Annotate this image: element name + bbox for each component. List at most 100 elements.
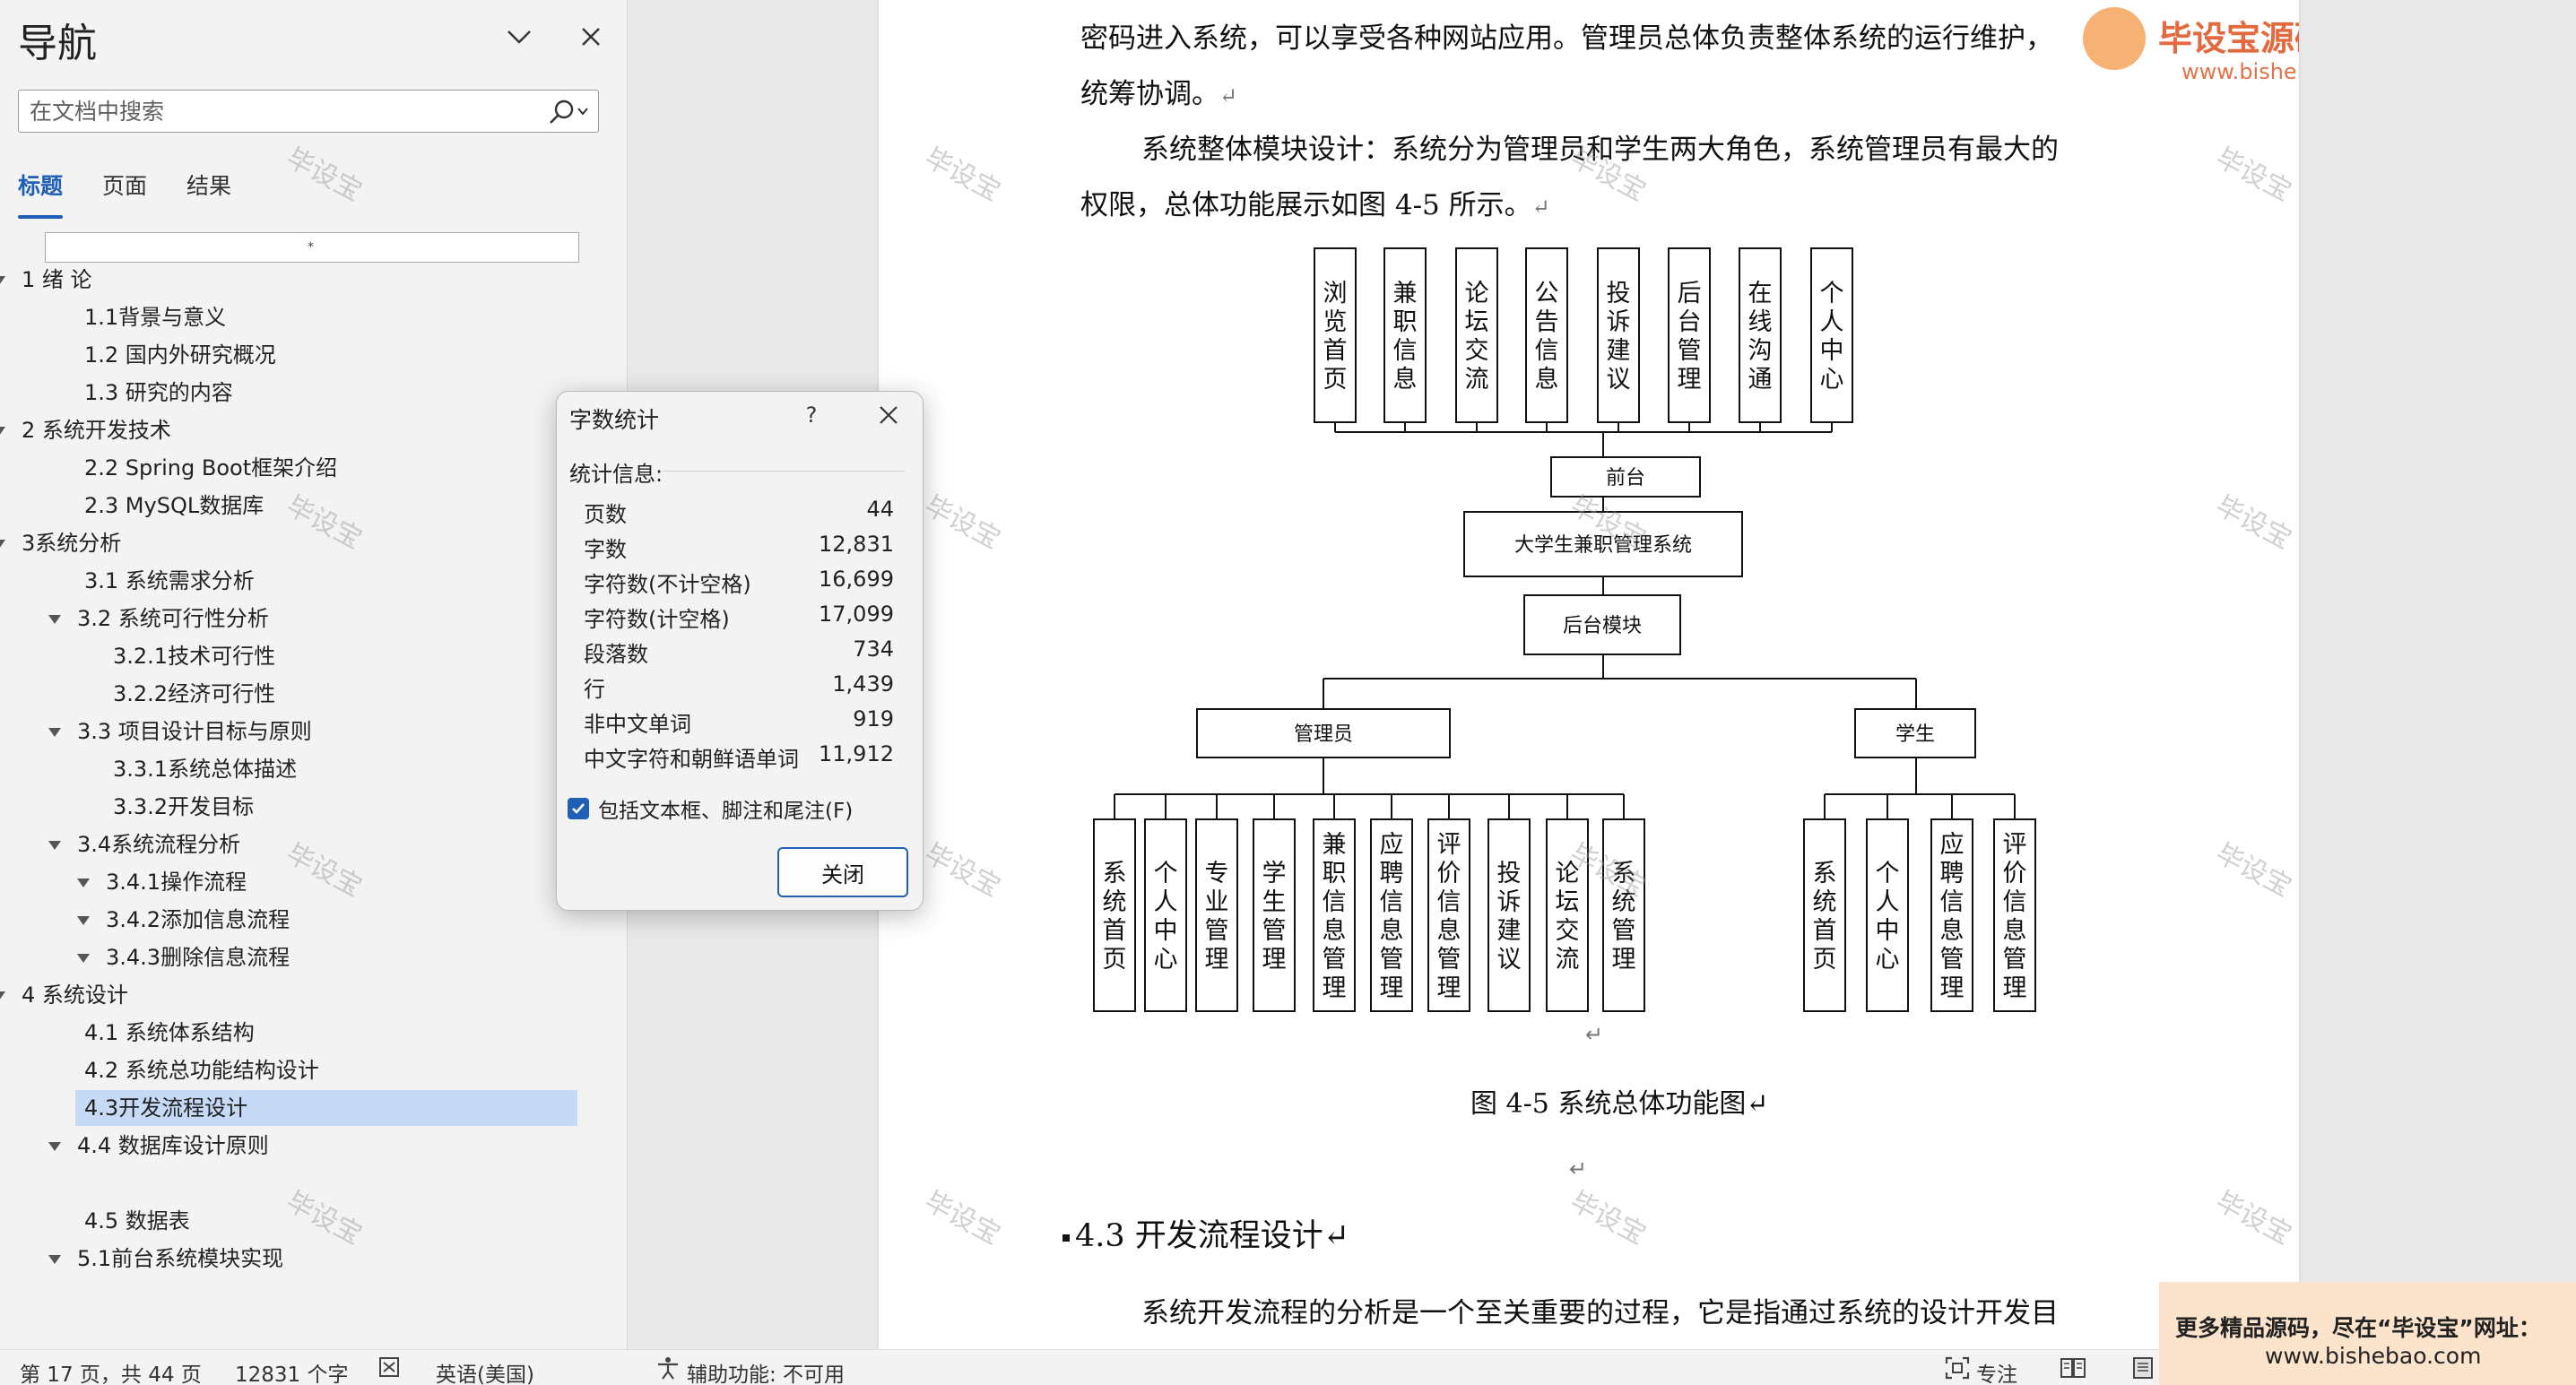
front-node-box: [1550, 456, 1701, 498]
collapse-triangle-icon[interactable]: [48, 1255, 61, 1264]
watermark: 毕设宝: [2210, 1185, 2297, 1251]
admin-module-box: [1427, 818, 1470, 1012]
collapse-triangle-icon[interactable]: [48, 615, 61, 624]
include-textbox-footnotes-checkbox[interactable]: 包括文本框、脚注和尾注(F): [568, 793, 908, 824]
check-icon: [572, 803, 585, 814]
nav-heading-label: 4.1 系统体系结构: [84, 1020, 255, 1045]
checkbox-label: 包括文本框、脚注和尾注(F): [598, 800, 854, 823]
nav-heading-label: 3.3.2开发目标: [113, 794, 255, 819]
collapse-triangle-icon[interactable]: [77, 916, 90, 925]
checkbox-checked[interactable]: [568, 798, 589, 819]
stat-value: 1,439: [832, 671, 894, 697]
admin-module-label: 专业管理: [1205, 860, 1229, 974]
accessibility-icon[interactable]: [655, 1355, 681, 1385]
proofing-icon[interactable]: [378, 1355, 405, 1385]
paragraph-mark: ↵: [1569, 1156, 1588, 1182]
backend-node-label: 后台模块: [1563, 615, 1642, 637]
front-module-box: [1739, 247, 1782, 423]
student-module-label: 应聘信息管理: [1940, 831, 1965, 1002]
read-mode-icon[interactable]: [2059, 1355, 2087, 1385]
stat-row: 字符数(计空格)17,099: [584, 602, 894, 636]
front-module-label: 投诉建议: [1607, 280, 1631, 394]
front-node-label: 前台: [1606, 467, 1645, 489]
accessibility-status[interactable]: 辅助功能: 不可用: [687, 1363, 846, 1385]
figure-caption: 图 4-5 系统总体功能图↵: [1470, 1088, 1769, 1120]
collapse-triangle-icon[interactable]: [0, 991, 5, 1000]
stat-value: 734: [853, 636, 894, 662]
dialog-title: 字数统计: [569, 407, 660, 433]
collapse-triangle-icon[interactable]: [48, 1142, 61, 1151]
document-page[interactable]: 密码进入系统，可以享受各种网站应用。管理员总体负责整体系统的运行维护， 统筹协调…: [879, 0, 2299, 1349]
watermark: 毕设宝: [281, 1185, 368, 1251]
collapse-triangle-icon[interactable]: [0, 540, 5, 549]
divider: [663, 471, 905, 472]
word-count-indicator[interactable]: 12831 个字: [235, 1363, 349, 1385]
nav-heading-label: 4.5 数据表: [84, 1208, 190, 1234]
nav-search-input[interactable]: [30, 96, 550, 126]
nav-heading-label: 4.4 数据库设计原则: [77, 1133, 269, 1158]
tab-results[interactable]: 结果: [186, 173, 232, 199]
focus-icon[interactable]: [1944, 1355, 1971, 1385]
admin-module-box: [1602, 818, 1645, 1012]
nav-heading-label: 3.2.1技术可行性: [113, 644, 276, 669]
front-module-label: 浏览首页: [1323, 280, 1348, 394]
collapse-triangle-icon[interactable]: [48, 841, 61, 850]
nav-options-button[interactable]: [499, 16, 540, 57]
system-node-label: 大学生兼职管理系统: [1514, 534, 1692, 557]
page-indicator[interactable]: 第 17 页，共 44 页: [20, 1363, 202, 1385]
language-indicator[interactable]: 英语(美国): [436, 1363, 534, 1385]
student-module-box: [1993, 818, 2036, 1012]
admin-node-label: 管理员: [1294, 723, 1353, 746]
nav-heading-label: 2 系统开发技术: [22, 418, 171, 443]
nav-heading-filter[interactable]: *: [45, 232, 579, 263]
help-button[interactable]: ?: [805, 403, 818, 428]
watermark: 毕设宝: [281, 142, 368, 208]
search-button[interactable]: [546, 98, 589, 126]
admin-module-box: [1093, 818, 1136, 1012]
watermark: 毕设宝: [281, 837, 368, 904]
paragraph-2-line-1: 系统整体模块设计：系统分为管理员和学生两大角色，系统管理员有最大的: [1141, 134, 2059, 166]
collapse-triangle-icon[interactable]: [77, 954, 90, 963]
collapse-triangle-icon[interactable]: [0, 427, 5, 436]
watermark: 毕设宝: [919, 1185, 1006, 1251]
student-module-box: [1803, 818, 1846, 1012]
system-function-diagram: 浏览首页兼职信息论坛交流公告信息投诉建议后台管理在线沟通个人中心前台大学生兼职管…: [1093, 247, 2036, 1012]
close-button[interactable]: 关闭: [777, 847, 908, 897]
stat-label: 字数: [584, 537, 627, 562]
admin-module-label: 个人中心: [1154, 860, 1178, 974]
admin-module-box: [1253, 818, 1296, 1012]
stat-value: 17,099: [819, 602, 894, 627]
search-icon: [550, 100, 588, 124]
stat-label: 中文字符和朝鲜语单词: [584, 747, 799, 772]
admin-module-label: 系统首页: [1103, 860, 1127, 974]
admin-module-label: 投诉建议: [1497, 860, 1522, 974]
nav-heading-item[interactable]: 4.3开发流程设计: [75, 1090, 577, 1126]
tab-headings[interactable]: 标题: [18, 169, 64, 219]
focus-mode-button[interactable]: 专注: [1976, 1363, 2017, 1385]
nav-close-button[interactable]: [570, 16, 611, 57]
tab-pages[interactable]: 页面: [102, 173, 148, 199]
nav-heading-label: 3.4.3删除信息流程: [106, 945, 291, 970]
admin-module-label: 评价信息管理: [1437, 831, 1461, 1002]
collapse-triangle-icon[interactable]: [48, 728, 61, 737]
promo-banner[interactable]: 更多精品源码，尽在“毕设宝”网址： www.bishebao.com: [2159, 1282, 2576, 1385]
paragraph-1-line-1: 密码进入系统，可以享受各种网站应用。管理员总体负责整体系统的运行维护，: [1080, 22, 2053, 55]
stat-value: 11,912: [819, 741, 894, 766]
admin-module-label: 论坛交流: [1556, 860, 1580, 974]
admin-module-label: 应聘信息管理: [1380, 831, 1404, 1002]
front-module-label: 公告信息: [1535, 280, 1559, 394]
collapse-triangle-icon[interactable]: [0, 276, 5, 285]
chevron-down-icon: [507, 30, 531, 44]
admin-node-box: [1196, 708, 1451, 758]
status-bar: 第 17 页，共 44 页 12831 个字 英语(美国) 辅助功能: 不可用 …: [0, 1349, 2576, 1385]
admin-module-label: 系统管理: [1612, 860, 1636, 974]
print-layout-icon[interactable]: [2130, 1355, 2155, 1385]
promo-url[interactable]: www.bishebao.com: [2265, 1343, 2482, 1369]
dialog-close-button[interactable]: [871, 397, 906, 433]
collapse-triangle-icon[interactable]: [77, 879, 90, 887]
watermark: 毕设宝: [1565, 1185, 1652, 1251]
